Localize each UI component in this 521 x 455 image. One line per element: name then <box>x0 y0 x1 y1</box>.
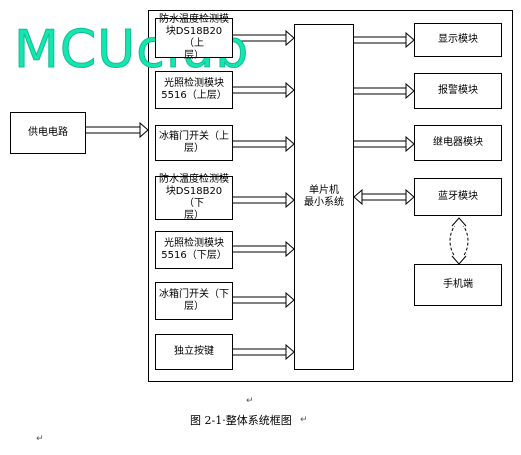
output-box-alarm: 报警模块 <box>414 73 502 109</box>
input-box-door-lower: 冰箱门开关（下 层） <box>155 282 233 320</box>
system-frame <box>148 10 513 382</box>
output-box-display: 显示模块 <box>414 23 502 57</box>
phone-box: 手机端 <box>414 264 502 306</box>
paragraph-mark: ↵ <box>300 415 308 425</box>
figure-caption: 图 2-1·整体系统框图 <box>190 414 292 427</box>
supply-circuit-box: 供电电路 <box>10 112 86 154</box>
input-arrows <box>232 29 295 361</box>
input-box-button: 独立按键 <box>155 334 233 370</box>
paragraph-mark: ↵ <box>246 396 254 406</box>
output-box-relay: 继电器模块 <box>414 125 502 161</box>
input-box-light-lower: 光照检测模块 5516（下层） <box>155 231 233 269</box>
output-box-bluetooth: 蓝牙模块 <box>414 178 502 216</box>
paragraph-mark: ↵ <box>36 434 44 444</box>
input-box-temp-lower: 防水温度检测模 块DS18B20（下 层） <box>155 174 233 221</box>
supply-arrow <box>85 121 149 139</box>
output-arrows <box>353 31 415 206</box>
mcu-box: 单片机 最小系统 <box>294 24 354 370</box>
input-box-temp-upper: 防水温度检测模 块DS18B20（上 层） <box>155 14 233 61</box>
input-box-door-upper: 冰箱门开关（上 层） <box>155 125 233 161</box>
input-box-light-upper: 光照检测模块 5516（上层） <box>155 71 233 109</box>
wireless-link <box>449 217 469 265</box>
